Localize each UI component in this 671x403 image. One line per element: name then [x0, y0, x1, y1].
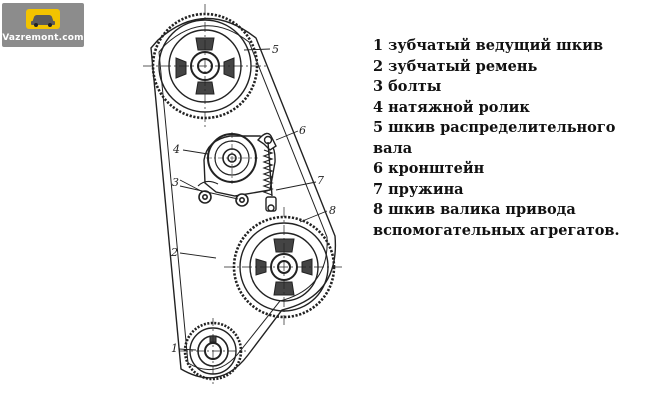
legend-item: 6 кронштейн	[373, 160, 485, 177]
legend-item: 1 зубчатый ведущий шкив	[373, 37, 604, 54]
legend-item: 8 шкив валика привода	[373, 201, 576, 218]
callout-6: 6	[299, 124, 306, 137]
logo-text: Vazremont.com	[2, 33, 84, 43]
callout-2: 2	[170, 246, 178, 259]
legend-item: 7 пружина	[373, 180, 464, 198]
crankshaft-drive-pulley-1	[180, 318, 246, 384]
car-icon	[26, 9, 60, 29]
callout-1: 1	[171, 342, 178, 355]
belt-path-inner	[158, 25, 328, 371]
legend-item: 3 болты	[373, 78, 442, 95]
callout-8: 8	[329, 204, 336, 217]
callout-7: 7	[317, 174, 324, 187]
legend-item: вспомогательных агрегатов.	[373, 221, 620, 239]
callout-3: 3	[172, 176, 179, 189]
bolts-3	[197, 180, 249, 207]
tensioner-roller-4	[203, 132, 276, 197]
legend: 1 зубчатый ведущий шкив 2 зубчатый ремен…	[373, 36, 665, 241]
camshaft-pulley-5	[143, 4, 267, 128]
callout-4: 4	[172, 143, 180, 156]
bracket-and-spring	[256, 132, 277, 212]
site-logo[interactable]: Vazremont.com	[2, 3, 84, 47]
legend-item: вала	[373, 139, 413, 157]
callout-5: 5	[272, 43, 279, 56]
callout-leaders	[178, 48, 328, 351]
legend-item: 4 натяжной ролик	[373, 98, 530, 116]
legend-item: 5 шкив распределительного	[373, 119, 616, 136]
auxiliary-shaft-pulley-8	[224, 207, 344, 327]
legend-item: 2 зубчатый ремень	[373, 57, 538, 75]
